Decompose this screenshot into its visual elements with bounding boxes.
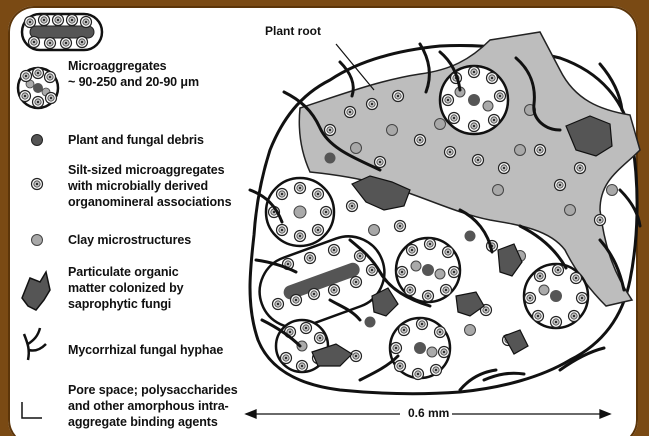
scale-label: 0.6 mm (408, 406, 449, 420)
legend-clay-text: Clay microstructures (68, 232, 191, 248)
legend-pore-icon (22, 402, 42, 418)
legend-silt-text: Silt-sized microaggregates with microbia… (68, 162, 231, 210)
legend-microaggregates-text: Microaggregates ~ 90-250 and 20-90 μm (68, 58, 199, 90)
legend-hyphae-icon (24, 328, 46, 360)
legend-clay-icon (32, 235, 43, 246)
root-label: Plant root (265, 24, 321, 38)
legend-silt-icon (32, 179, 43, 190)
microaggregate-top (440, 66, 508, 134)
legend-debris-icon (32, 135, 43, 146)
microaggregate-bottom (390, 318, 450, 380)
legend-debris-text: Plant and fungal debris (68, 132, 204, 148)
legend-microaggregate-elongated-icon (22, 14, 102, 50)
legend-hyphae-text: Mycorrhizal fungal hyphae (68, 342, 223, 358)
legend-pom-text: Particulate organic matter colonized by … (68, 264, 183, 312)
legend-microaggregate-round-icon (18, 68, 58, 109)
legend-pore-text: Pore space; polysaccharides and other am… (68, 382, 238, 430)
microaggregate-right (524, 264, 588, 328)
legend-pom-icon (22, 272, 50, 310)
microaggregate-center (396, 238, 460, 302)
